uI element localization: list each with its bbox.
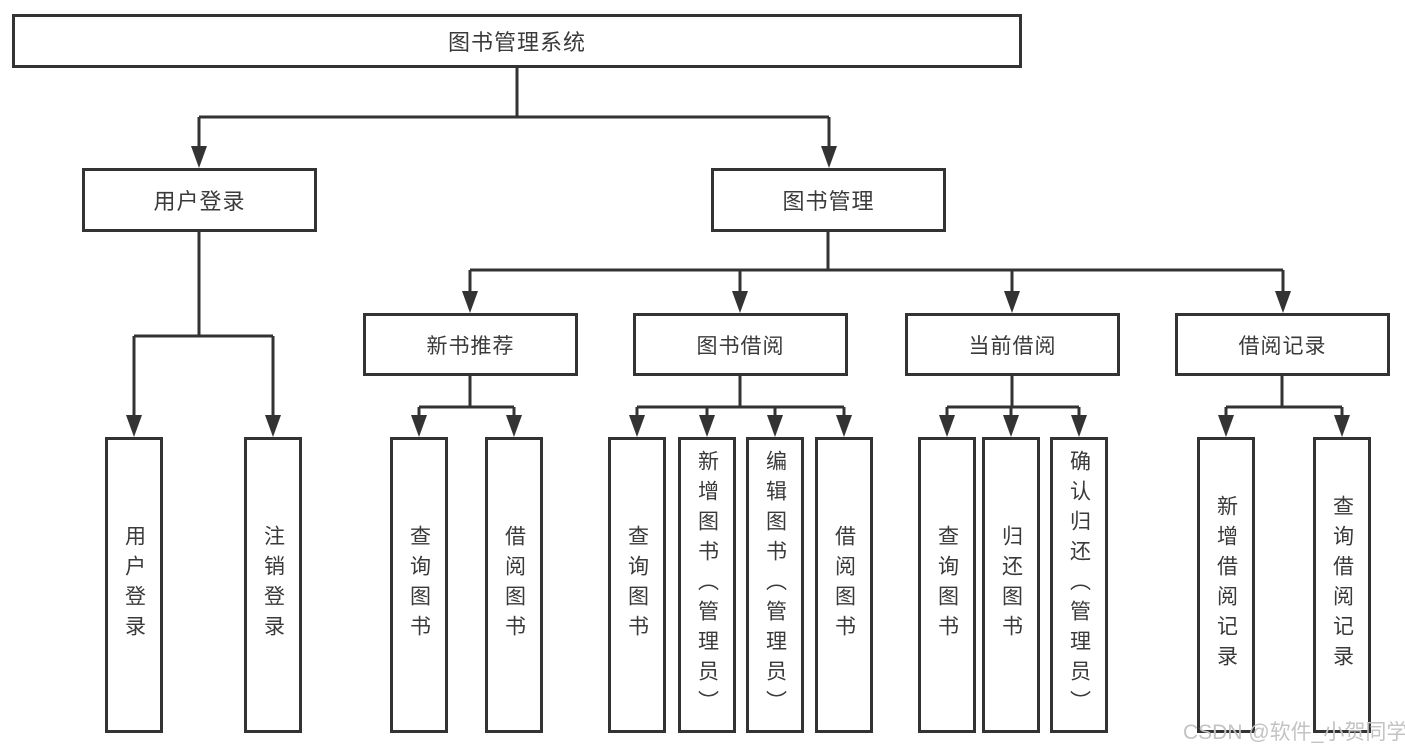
leaf-edit-books-admin: 编辑图书（管理员） bbox=[746, 437, 804, 733]
node-book-management: 图书管理 bbox=[711, 168, 946, 232]
leaf-query-books: 查询图书 bbox=[608, 437, 666, 733]
csdn-watermark: CSDN @软件_小贺同学 bbox=[1183, 721, 1405, 744]
node-user-login: 用户登录 bbox=[82, 168, 317, 232]
leaf-user-login: 用户登录 bbox=[105, 437, 163, 733]
node-new-book-recommendation: 新书推荐 bbox=[363, 313, 578, 376]
leaf-logout: 注销登录 bbox=[244, 437, 302, 733]
leaf-return-books: 归还图书 bbox=[982, 437, 1040, 733]
leaf-borrow-books: 借阅图书 bbox=[815, 437, 873, 733]
node-library-management-system: 图书管理系统 bbox=[12, 14, 1022, 68]
node-current-borrowing: 当前借阅 bbox=[905, 313, 1120, 376]
leaf-add-borrow-record: 新增借阅记录 bbox=[1197, 437, 1255, 733]
arrowheads bbox=[126, 146, 1350, 437]
node-borrowing-records: 借阅记录 bbox=[1175, 313, 1390, 376]
leaf-query-books: 查询图书 bbox=[918, 437, 976, 733]
node-book-borrowing: 图书借阅 bbox=[633, 313, 848, 376]
leaf-query-books: 查询图书 bbox=[390, 437, 448, 733]
leaf-confirm-return-admin: 确认归还（管理员） bbox=[1050, 437, 1108, 733]
leaf-query-borrow-record: 查询借阅记录 bbox=[1313, 437, 1371, 733]
leaf-borrow-books: 借阅图书 bbox=[485, 437, 543, 733]
leaf-add-books-admin: 新增图书（管理员） bbox=[678, 437, 736, 733]
